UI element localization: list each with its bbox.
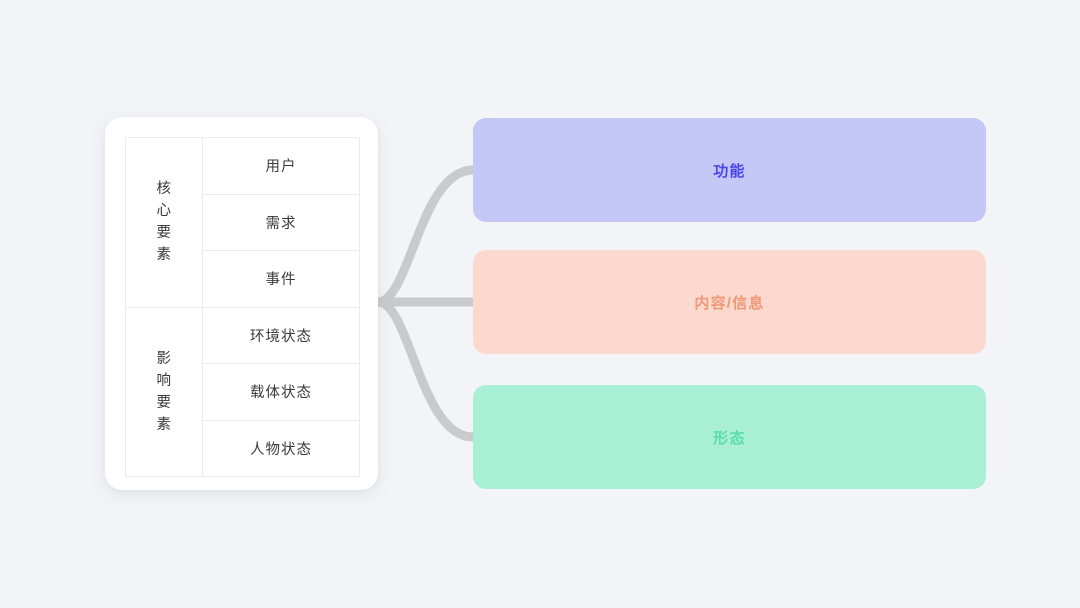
table-row: 影 响 要 素 环境状态 (125, 306, 360, 477)
table-row: 事件 (126, 250, 360, 308)
connector-to-form (373, 297, 478, 442)
group-label-char: 心 (156, 203, 172, 220)
table-cell-item: 需求 (202, 193, 360, 251)
group-label-char: 素 (156, 416, 172, 433)
elements-table: 核 心 要 素 用户 需求 事件 (125, 137, 360, 477)
group-label-char: 影 (156, 350, 172, 367)
category-box-label: 形态 (713, 429, 746, 447)
table-cell-item: 事件 (202, 250, 360, 308)
group-label-char: 响 (156, 372, 172, 389)
table-row: 载体状态 (126, 363, 360, 421)
table-row: 人物状态 (126, 419, 360, 477)
group-label-char: 要 (156, 225, 172, 242)
table-cell-item: 环境状态 (202, 306, 360, 364)
category-box-label: 功能 (713, 162, 746, 180)
table-row: 需求 (126, 193, 360, 251)
table-cell-item: 人物状态 (202, 419, 360, 477)
connector-to-function (373, 165, 478, 307)
category-box-content[interactable]: 内容/信息 (473, 250, 986, 354)
table-row: 核 心 要 素 用户 (125, 137, 360, 308)
category-box-function[interactable]: 功能 (473, 118, 986, 222)
group-label-char: 素 (156, 247, 172, 264)
group-label-influence: 影 响 要 素 (125, 306, 203, 477)
group-label-char: 要 (156, 394, 172, 411)
category-box-form[interactable]: 形态 (473, 385, 986, 489)
group-label-char: 核 (156, 181, 172, 198)
group-label-core: 核 心 要 素 (125, 137, 203, 308)
category-box-label: 内容/信息 (694, 294, 765, 312)
source-card: 核 心 要 素 用户 需求 事件 (105, 117, 378, 490)
table-cell-item: 载体状态 (202, 363, 360, 421)
table-cell-item: 用户 (202, 137, 360, 195)
